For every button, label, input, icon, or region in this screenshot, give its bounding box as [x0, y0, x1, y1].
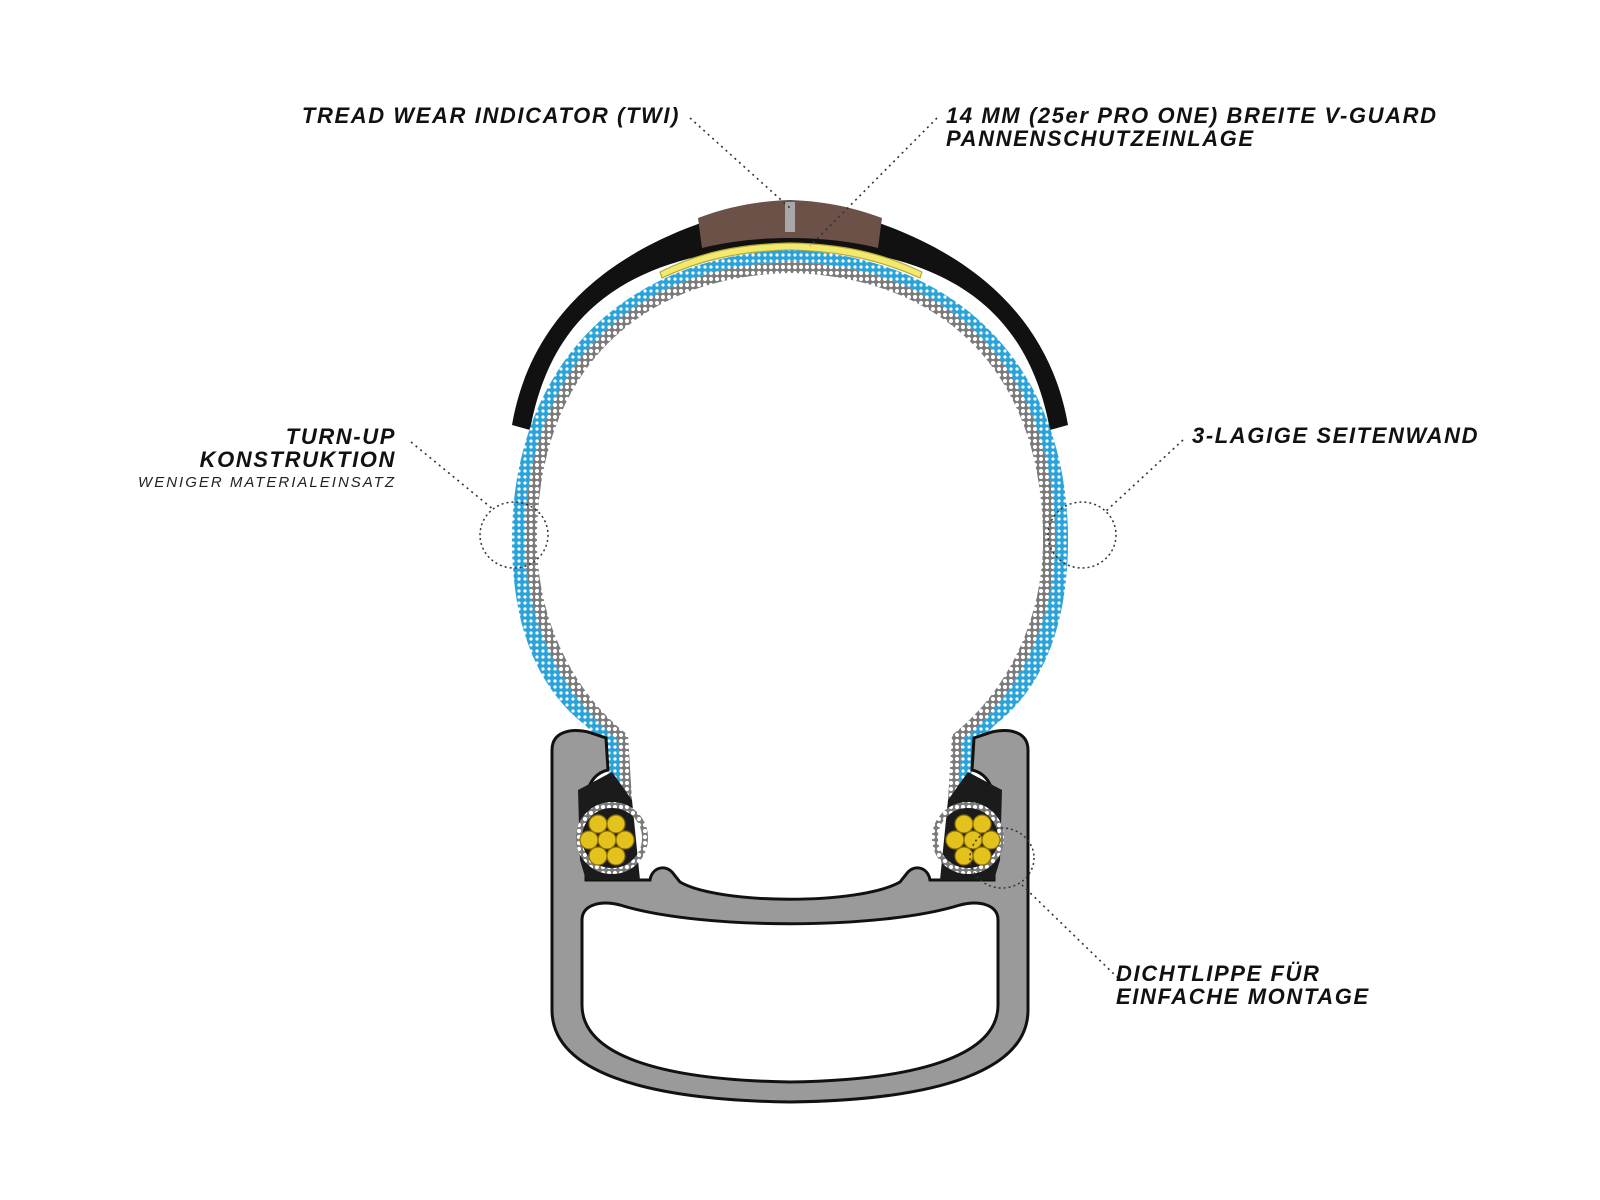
turnup-leader-line: [410, 441, 495, 511]
vguard-leader-line: [809, 117, 938, 247]
seal-lip-label: DICHTLIPPE FÜR EINFACHE MONTAGE: [1116, 962, 1370, 1008]
seal-lip-leader-line: [1021, 884, 1119, 979]
twi-label: TREAD WEAR INDICATOR (TWI): [230, 104, 680, 127]
vguard-label-line1: 14 MM (25er PRO ONE) BREITE V-GUARD: [946, 103, 1438, 128]
seal-lip-label-line2: EINFACHE MONTAGE: [1116, 984, 1370, 1009]
tread-rubber: [512, 200, 1068, 430]
casing-inner-ply: [525, 262, 1055, 800]
left-bead-wrap: [576, 802, 648, 874]
sidewall-highlight-circle: [1047, 501, 1117, 569]
seal-lip-highlight-circle: [969, 827, 1035, 889]
twi-label-text: TREAD WEAR INDICATOR (TWI): [301, 103, 680, 128]
turnup-label-line2: KONSTRUKTION: [199, 447, 396, 472]
turnup-sublabel: WENIGER MATERIALEINSATZ: [138, 474, 396, 491]
sidewall-label-text: 3-LAGIGE SEITENWAND: [1192, 423, 1480, 448]
vguard-puncture-insert: [659, 242, 923, 279]
turnup-label-line1: TURN-UP: [285, 424, 396, 449]
sidewall-label: 3-LAGIGE SEITENWAND: [1192, 424, 1479, 447]
vguard-label-line2: PANNENSCHUTZEINLAGE: [946, 126, 1255, 151]
rim-inner-cavity: [580, 901, 1000, 1084]
seal-lip-label-line1: DICHTLIPPE FÜR: [1116, 961, 1321, 986]
vguard-label: 14 MM (25er PRO ONE) BREITE V-GUARD PANN…: [946, 104, 1438, 150]
twi-leader-line: [689, 117, 791, 209]
turnup-highlight-circle: [479, 501, 549, 569]
turnup-label: TURN-UP KONSTRUKTION: [100, 425, 396, 471]
left-bead-core: [579, 814, 635, 866]
tread-wear-indicator: [785, 202, 795, 232]
right-bead-wrap: [932, 802, 1004, 874]
sidewall-leader-line: [1104, 439, 1184, 513]
right-bead-core: [945, 814, 1001, 866]
